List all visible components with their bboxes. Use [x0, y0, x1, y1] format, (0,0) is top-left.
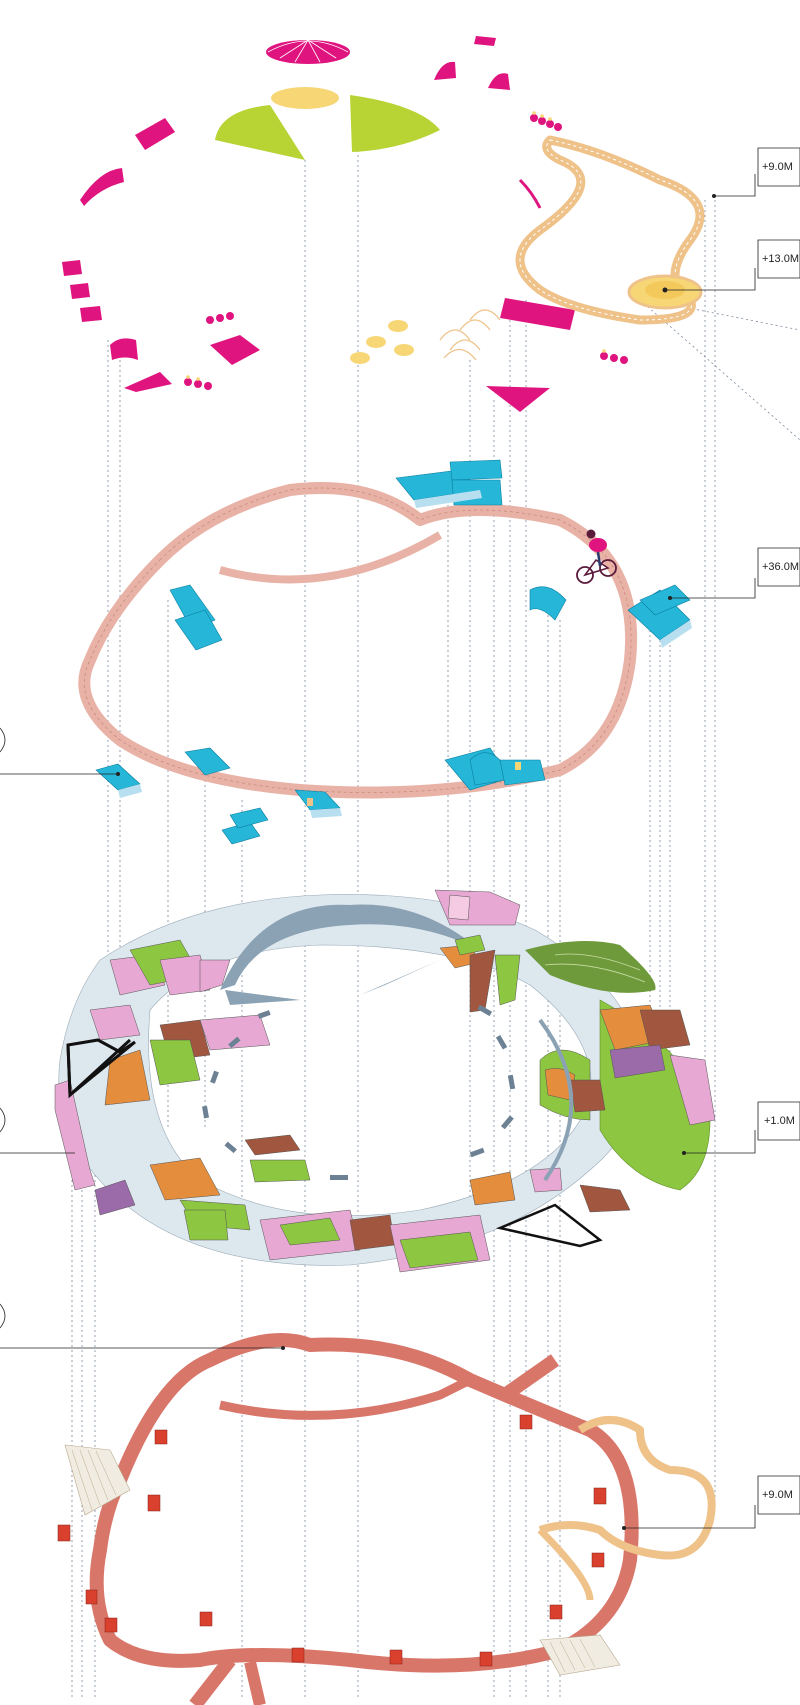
red-towers: [57, 1414, 607, 1667]
cyclist-icon: [576, 529, 617, 584]
striped-stand-right: [539, 1634, 621, 1676]
yellow-accent: [515, 762, 521, 770]
bottom-loop-layer: [57, 1333, 716, 1705]
level-tag-36: +36.0M: [670, 547, 800, 599]
cyan-shadows: [118, 490, 692, 818]
level-label-13: +13.0M: [762, 253, 799, 265]
fan-dome: [266, 39, 350, 64]
lime-sail-right: [350, 95, 440, 152]
level-label-36: +36.0M: [762, 561, 799, 573]
terracotta-branch-top: [500, 1354, 560, 1401]
building-fragments: [54, 889, 716, 1273]
outlined-wedge-right: [495, 1203, 603, 1248]
striped-stand-left: [64, 1444, 131, 1516]
cone-clusters: [184, 111, 628, 390]
cyan-level-crossing: [218, 531, 443, 584]
level-label-9-bottom: +9.0M: [762, 1489, 793, 1501]
level-label-1: +1.0M: [764, 1115, 795, 1127]
elevated-loop-path: [515, 135, 716, 325]
level-tag-9-bottom: +9.0M: [624, 1475, 800, 1529]
level-tag-13: +13.0M: [665, 239, 800, 291]
cyan-layer: [78, 459, 692, 845]
level-label-9-top: +9.0M: [762, 161, 793, 173]
tan-loop: [538, 1416, 716, 1560]
level-tags: +9.0M +13.0M +36.0M +1.0M +9.0M: [0, 147, 800, 1529]
terracotta-crossing: [219, 1375, 473, 1420]
canopy-layer: [62, 36, 716, 412]
yellow-pads: [350, 320, 414, 364]
cyan-blocks: [95, 459, 691, 845]
ground-layer: [54, 889, 716, 1273]
yellow-oval-top: [271, 87, 339, 109]
olive-terrain: [525, 941, 656, 993]
lime-sail-left: [215, 105, 305, 160]
level-tag-9-top: +9.0M: [714, 147, 800, 197]
terracotta-branch-bottom: [189, 1655, 236, 1705]
inner-dashes: [202, 1004, 516, 1180]
left-edge-tags: [0, 727, 283, 1349]
yellow-arches: [439, 309, 501, 361]
magenta-pavilions: [62, 36, 575, 412]
slate-sweep: [220, 904, 480, 990]
terracotta-loop: [89, 1333, 639, 1673]
level-tag-1: +1.0M: [684, 1101, 800, 1154]
